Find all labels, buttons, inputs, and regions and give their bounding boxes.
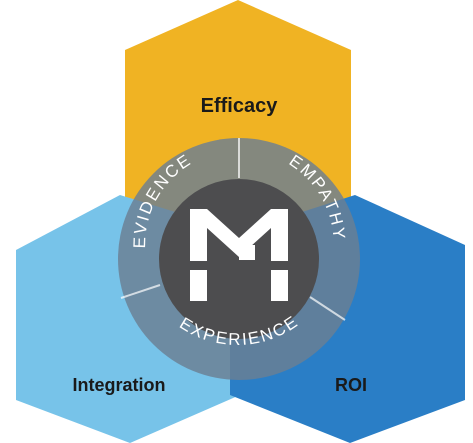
m-logo-icon — [190, 209, 288, 301]
efficacy-label: Efficacy — [201, 95, 279, 117]
ring-divider — [120, 284, 161, 299]
roi-label: ROI — [335, 375, 367, 395]
integration-label: Integration — [73, 375, 166, 395]
ring-divider — [309, 296, 346, 321]
